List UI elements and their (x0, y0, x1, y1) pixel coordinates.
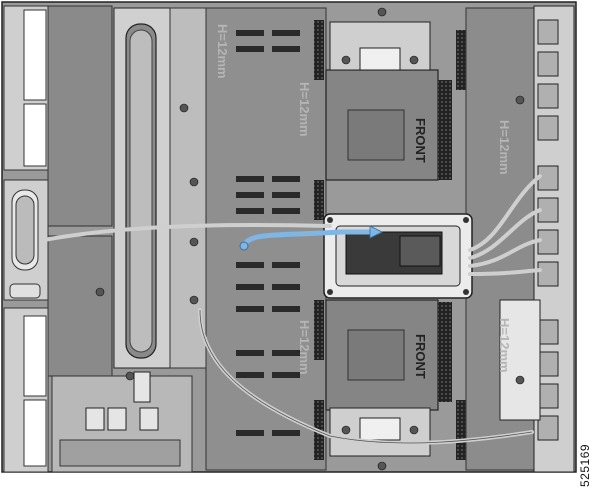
connector-column (456, 400, 466, 460)
board-upper-left (47, 5, 113, 227)
grey-cable-outline (199, 309, 533, 444)
cable-arrowhead (369, 225, 383, 239)
height-mark: H=12mm (297, 320, 312, 375)
cable-end-connector (239, 241, 249, 251)
mounting-screws (95, 7, 525, 471)
board-center (205, 7, 327, 471)
front-label-bottom: FRONT (413, 334, 428, 379)
figure-id: 525169 (578, 443, 592, 487)
central-module (323, 213, 473, 299)
right-edge-ports (499, 5, 575, 473)
highlighted-cable (241, 229, 381, 249)
height-mark: H=12mm (297, 82, 312, 137)
board-lower-left (47, 235, 113, 377)
height-mark: H=12mm (497, 318, 512, 373)
power-connector-area (51, 371, 193, 473)
connector-column (314, 300, 324, 360)
riser-bar (113, 7, 171, 369)
connector-column (314, 20, 324, 80)
height-mark: H=12mm (497, 120, 512, 175)
connector-column (314, 180, 324, 220)
front-label-top: FRONT (413, 118, 428, 163)
left-edge-connectors (3, 5, 49, 473)
connector-column (456, 30, 466, 90)
dimm-slots (236, 30, 300, 436)
height-mark: H=12mm (215, 24, 230, 79)
